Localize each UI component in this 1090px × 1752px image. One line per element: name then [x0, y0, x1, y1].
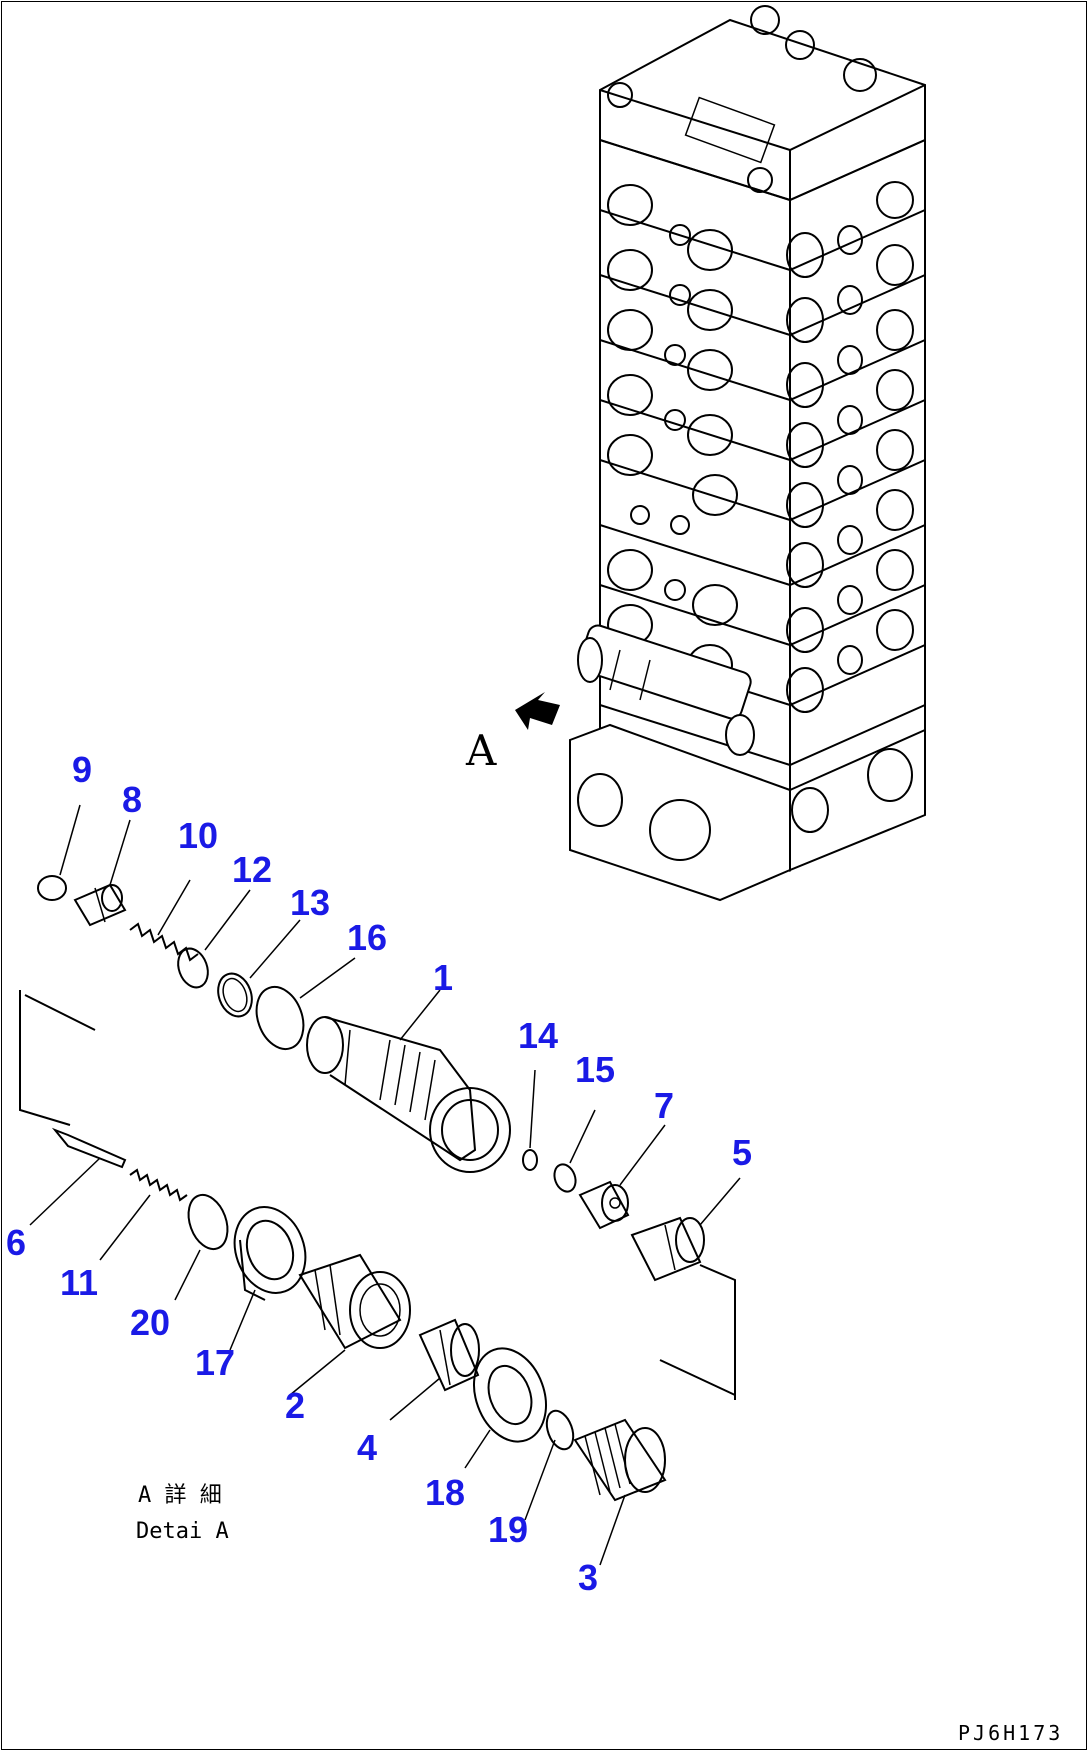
- callout-2: 2: [285, 1385, 305, 1426]
- part-1-relief-valve-body: [306, 1016, 511, 1173]
- valve-ports-left: [607, 184, 738, 686]
- part-12-ring: [177, 947, 209, 989]
- view-arrow-a: A: [465, 692, 560, 775]
- part-17-nut: [233, 1206, 307, 1301]
- part-20-ring: [187, 1193, 229, 1251]
- callout-16: 16: [347, 917, 387, 958]
- part-8-plug: [73, 883, 127, 927]
- part-13-ring: [217, 972, 253, 1018]
- valve-ports-right: [786, 181, 914, 713]
- callout-5: 5: [732, 1132, 752, 1173]
- callout-19: 19: [488, 1509, 528, 1550]
- callout-10: 10: [178, 815, 218, 856]
- part-7-poppet: [578, 1180, 630, 1230]
- callout-14: 14: [518, 1015, 558, 1056]
- part-11-spring: [129, 1168, 188, 1202]
- detail-caption-jp: A 詳 細: [138, 1483, 222, 1508]
- part-10-spring: [129, 922, 199, 962]
- part-2-sleeve: [298, 1253, 411, 1350]
- callout-17: 17: [195, 1342, 235, 1383]
- callout-3: 3: [578, 1557, 598, 1598]
- part-6-needle: [51, 1127, 127, 1169]
- callout-9: 9: [72, 749, 92, 790]
- part-5-plug: [630, 1216, 705, 1282]
- drawing-code: PJ6H173: [958, 1721, 1063, 1745]
- callout-13: 13: [290, 882, 330, 923]
- part-3-screw: [573, 1418, 667, 1502]
- callout-18: 18: [425, 1472, 465, 1513]
- view-label-a: A: [465, 726, 497, 775]
- control-valve-block: [569, 5, 926, 902]
- part-19-ring: [545, 1409, 575, 1451]
- detail-caption: A 詳 細 Detai A: [136, 1483, 229, 1544]
- callout-7: 7: [654, 1085, 674, 1126]
- part-18-nut: [473, 1347, 547, 1443]
- detail-bracket: [19, 990, 736, 1400]
- callout-15: 15: [575, 1049, 615, 1090]
- part-9-ring: [37, 875, 67, 901]
- detail-caption-en: Detai A: [136, 1519, 229, 1544]
- part-14-ring: [522, 1149, 538, 1171]
- callout-11: 11: [60, 1262, 98, 1303]
- callout-12: 12: [232, 849, 272, 890]
- callout-6: 6: [6, 1222, 26, 1263]
- callout-4: 4: [357, 1427, 377, 1468]
- callout-8: 8: [122, 779, 142, 820]
- exploded-parts: [19, 875, 736, 1502]
- leader-lines: [29, 804, 741, 1566]
- part-4-piston: [418, 1318, 480, 1392]
- callout-20: 20: [130, 1302, 170, 1343]
- part-16-ring: [255, 986, 305, 1050]
- part-15-ring: [553, 1163, 577, 1193]
- relief-valve-location: [577, 624, 755, 756]
- callout-1: 1: [433, 957, 453, 998]
- valve-end-block: [569, 723, 926, 902]
- callout-numbers: 9 8 10 12 13 16 1 14 15 7 5 6 11 20 17 2…: [6, 749, 752, 1598]
